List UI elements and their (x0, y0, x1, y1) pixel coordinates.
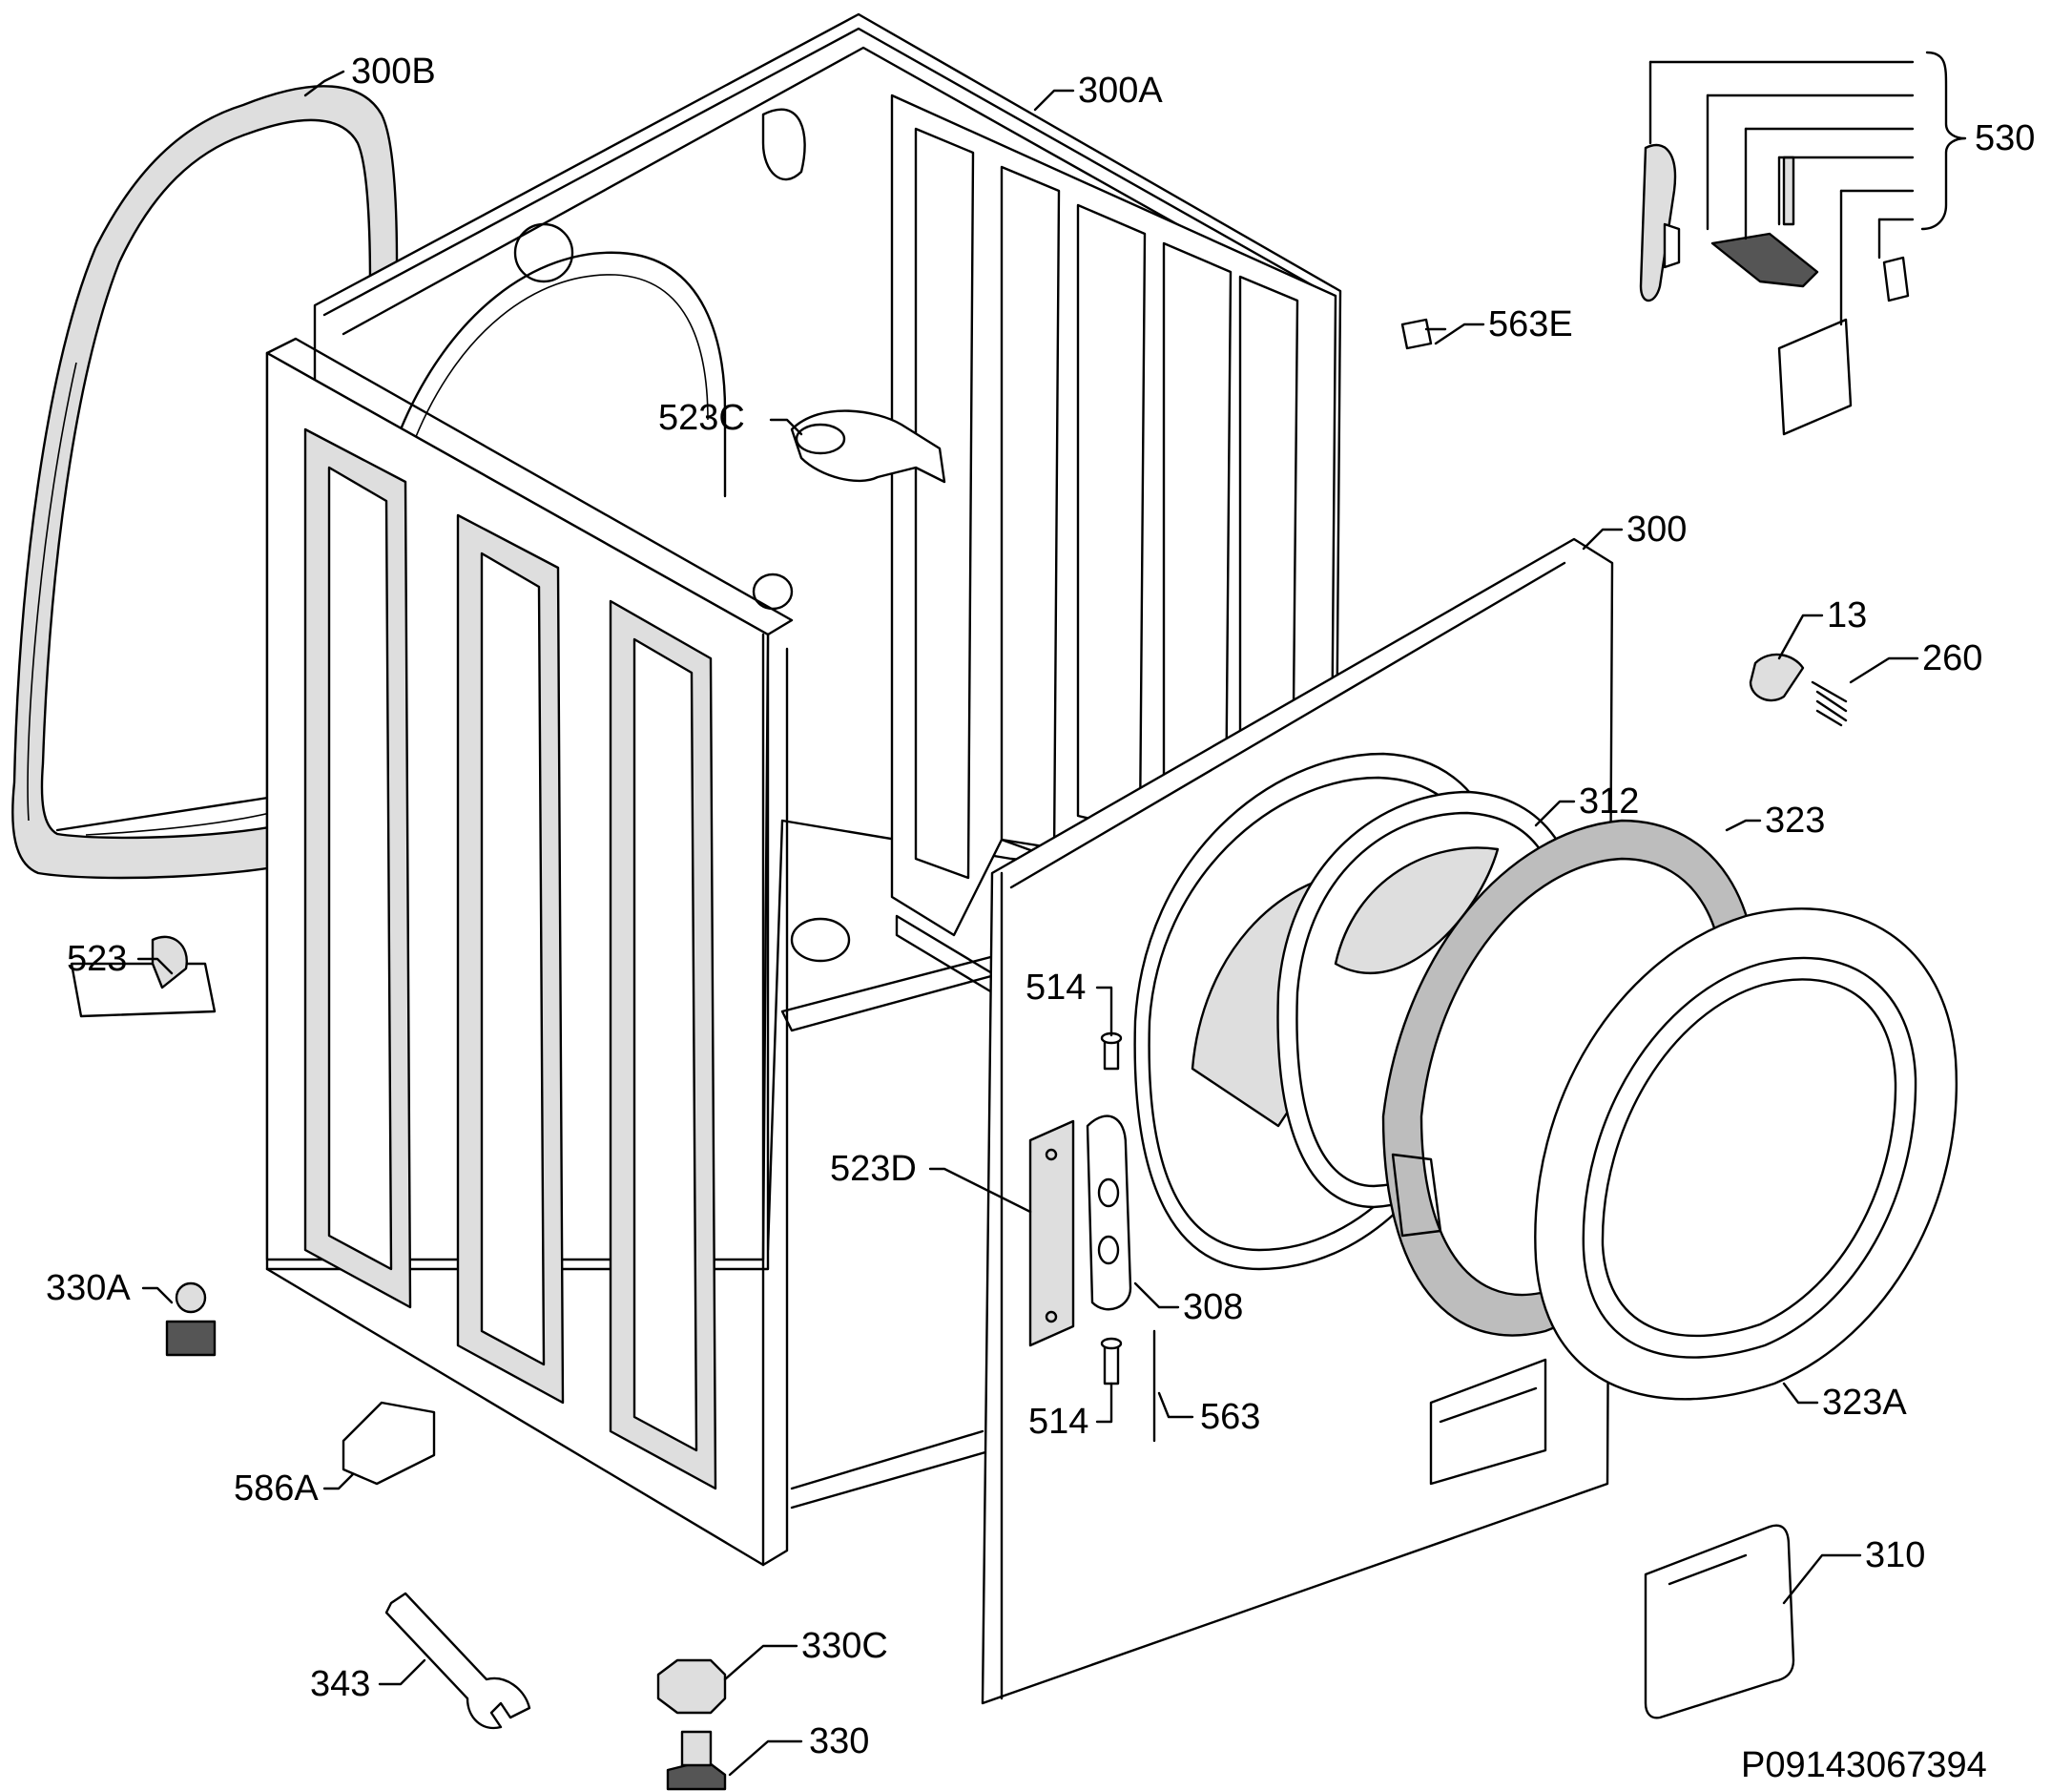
label-563: 563 (1200, 1397, 1260, 1437)
label-323A: 323A (1822, 1383, 1907, 1423)
part-563E-sensor (1400, 318, 1447, 350)
label-330A: 330A (46, 1268, 131, 1308)
label-308: 308 (1183, 1287, 1243, 1327)
label-330: 330 (809, 1721, 869, 1761)
label-323: 323 (1765, 801, 1825, 841)
part-343-wrench (384, 1592, 531, 1730)
part-530-lock-assembly (1639, 143, 1910, 436)
part-330C-nut (656, 1658, 727, 1715)
part-308-hinge (1086, 1114, 1132, 1311)
part-514-pin-top (1100, 1031, 1123, 1071)
label-523C: 523C (658, 398, 745, 438)
part-330A-foot (165, 1281, 217, 1357)
label-514-top: 514 (1026, 968, 1086, 1008)
label-523: 523 (67, 939, 127, 979)
part-323A-outer-door-ring (1534, 907, 1958, 1401)
label-530: 530 (1975, 118, 2035, 158)
part-300A-cabinet (265, 12, 1342, 1567)
leader-lines (136, 51, 1967, 1777)
drawing-code: P09143067394 (1741, 1745, 1987, 1785)
label-523D: 523D (830, 1149, 917, 1189)
label-343: 343 (310, 1664, 370, 1704)
label-300B: 300B (351, 52, 436, 92)
label-312: 312 (1579, 781, 1639, 822)
part-523C-bracket (790, 409, 946, 484)
label-514-bottom: 514 (1028, 1402, 1088, 1442)
part-586A-clip (342, 1401, 436, 1486)
label-300: 300 (1627, 510, 1687, 550)
label-260: 260 (1922, 638, 1982, 678)
part-514-pin-bottom (1100, 1337, 1123, 1385)
label-13: 13 (1827, 595, 1867, 635)
part-260-spring (1811, 680, 1848, 727)
label-586A: 586A (234, 1468, 319, 1509)
label-310: 310 (1865, 1535, 1925, 1575)
part-523D-hinge-plate (1028, 1119, 1075, 1347)
part-330-foot (666, 1730, 727, 1791)
label-563E: 563E (1488, 304, 1573, 344)
part-13-cap (1749, 653, 1805, 702)
part-310-cover (1644, 1524, 1795, 1719)
part-labels: 300B 300A 530 563E 523C 300 13 260 312 3… (46, 52, 2035, 1785)
label-300A: 300A (1078, 71, 1163, 111)
label-330C: 330C (801, 1626, 888, 1666)
